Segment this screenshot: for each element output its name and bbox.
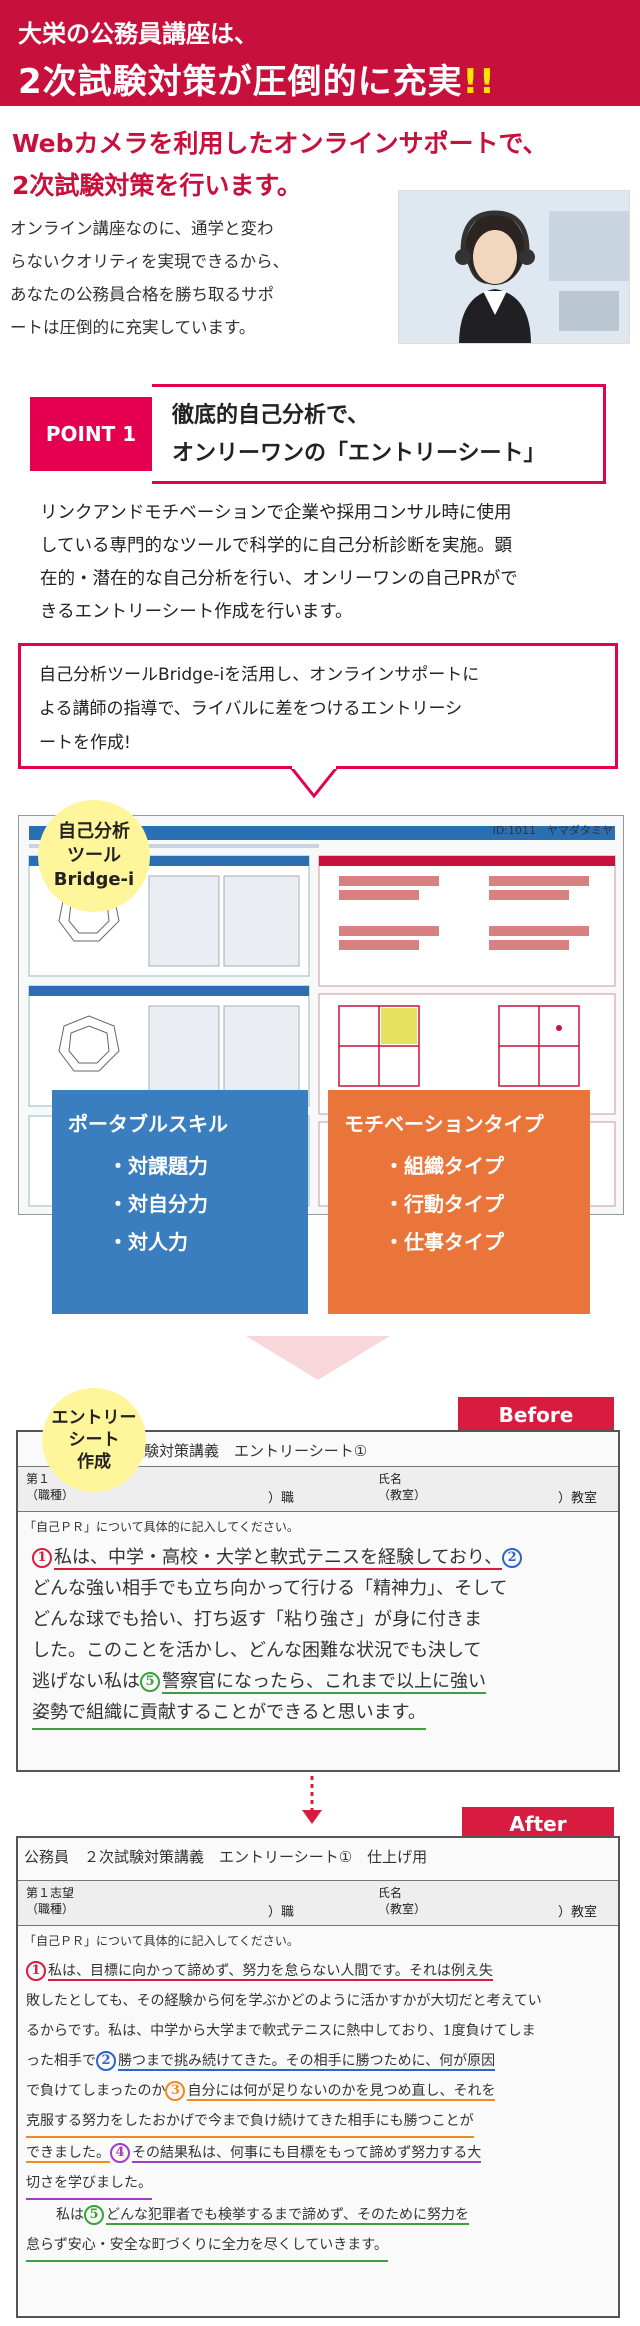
point-title: 徹底的自己分析で、 オンリーワンの「エントリーシート」 [152, 384, 606, 484]
after-form-row: 第１志望 （職種） ）職 氏名 （教室） ）教室 [18, 1880, 618, 1926]
hero-line2: 2次試験対策が圧倒的に充実!! [18, 62, 496, 102]
bubble-tail-icon [290, 766, 338, 799]
portable-skill-box: ポータブルスキル ・対課題力 ・対自分力 ・対人力 [52, 1090, 308, 1314]
hero-line1: 大栄の公務員講座は、 [18, 20, 258, 48]
portable-skill-title: ポータブルスキル [68, 1112, 228, 1136]
web-heading-2: 2次試験対策を行います。 [12, 171, 302, 200]
before-tag: Before [458, 1397, 614, 1433]
web-heading-1: Webカメラを利用したオンラインサポートで、 [12, 129, 548, 158]
before-sheet-title: 公務員試験対策講義 エントリーシート① [84, 1442, 368, 1460]
after-sheet: 公務員 ２次試験対策講義 エントリーシート① 仕上げ用 第１志望 （職種） ）職… [16, 1836, 620, 2318]
motivation-item: ・仕事タイプ [384, 1230, 504, 1254]
after-tag: After [462, 1807, 614, 1841]
skill-item: ・対自分力 [108, 1192, 208, 1216]
motivation-item: ・行動タイプ [384, 1192, 504, 1216]
motivation-item: ・組織タイプ [384, 1154, 504, 1178]
hero-exclaim: !! [462, 62, 496, 102]
hero-banner: 大栄の公務員講座は、 2次試験対策が圧倒的に充実!! [0, 0, 640, 106]
after-prompt: 「自己ＰＲ」について具体的に記入してください。 [24, 1934, 299, 1948]
before-prompt: 「自己ＰＲ」について具体的に記入してください。 [24, 1520, 299, 1534]
instructor-photo [398, 190, 630, 344]
dotted-down-arrow-icon [302, 1776, 322, 1824]
skill-item: ・対人力 [108, 1230, 188, 1254]
motivation-type-box: モチベーションタイプ ・組織タイプ ・行動タイプ ・仕事タイプ [328, 1090, 590, 1314]
report-id-label: ID:1011 ヤマダタミヤ [492, 824, 613, 837]
point-badge: POINT 1 [30, 397, 152, 471]
web-paragraph: オンライン講座なのに、通学と変わ らないクオリティを実現できるから、 あなたの公… [10, 219, 290, 337]
skill-item: ・対課題力 [108, 1154, 208, 1178]
speech-bubble: 自己分析ツールBridge-iを活用し、オンラインサポートに よる講師の指導で、… [18, 643, 618, 769]
motivation-title: モチベーションタイプ [344, 1112, 544, 1136]
point-paragraph: リンクアンドモチベーションで企業や採用コンサル時に使用 している専門的なツールで… [40, 503, 518, 622]
entry-sheet-badge: エントリーシート作成 [42, 1388, 146, 1492]
after-sheet-title: 公務員 ２次試験対策講義 エントリーシート① 仕上げ用 [24, 1848, 428, 1866]
down-arrow-icon [246, 1336, 390, 1380]
